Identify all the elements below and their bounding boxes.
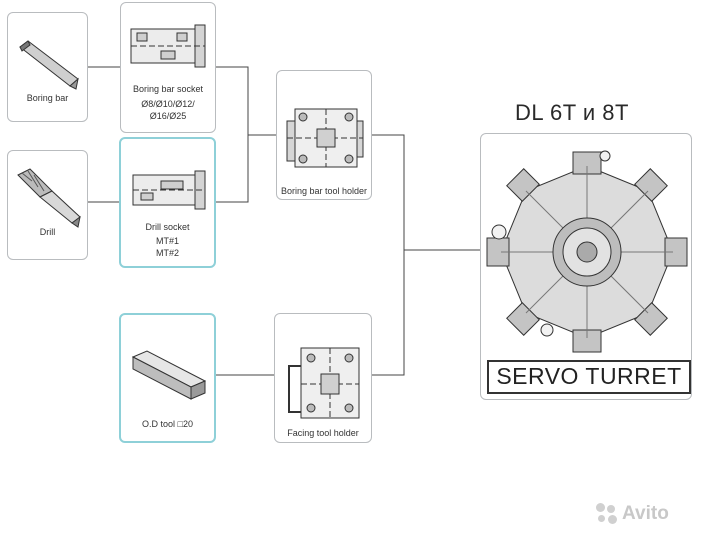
boring-bar-socket-sizes-1: Ø8/Ø10/Ø12/: [141, 99, 195, 109]
facing-holder-icon: [288, 347, 360, 419]
facing-holder-label: Facing tool holder: [287, 428, 359, 438]
boring-bar-holder-label: Boring bar tool holder: [280, 186, 368, 196]
boring-bar-socket-icon: [130, 24, 206, 68]
od-tool-icon: [131, 350, 207, 400]
boring-bar-icon: [19, 40, 79, 90]
boring-bar-holder-icon: [286, 108, 364, 168]
boring-bar-socket-label: Boring bar socket: [132, 84, 204, 94]
boring-bar-label: Boring bar: [26, 93, 69, 103]
drill-socket-icon: [132, 170, 206, 210]
drill-label: Drill: [39, 227, 56, 237]
turret-box: SERVO TURRET: [480, 133, 692, 400]
boring-bar-holder-box: Boring bar tool holder: [276, 70, 372, 200]
facing-holder-box: Facing tool holder: [274, 313, 372, 443]
drill-socket-box: Drill socket MT#1 MT#2: [119, 137, 216, 268]
drill-icon: [17, 168, 81, 228]
od-tool-label: O.D tool □20: [142, 419, 193, 429]
boring-bar-box: Boring bar: [7, 12, 88, 122]
avito-watermark-text: Avito: [622, 503, 669, 524]
boring-bar-socket-box: Boring bar socket Ø8/Ø10/Ø12/ Ø16/Ø25: [120, 2, 216, 133]
avito-logo-icon: [596, 503, 618, 525]
drill-socket-label: Drill socket: [145, 222, 190, 232]
turret-title: DL 6T и 8T: [515, 100, 629, 125]
od-tool-box: O.D tool □20: [119, 313, 216, 443]
turret-drawing: [486, 150, 688, 353]
avito-watermark: Avito: [596, 503, 669, 525]
drill-box: Drill: [7, 150, 88, 260]
drill-socket-mt1: MT#1: [155, 236, 179, 246]
servo-turret-caption: SERVO TURRET: [487, 360, 691, 394]
boring-bar-socket-sizes-2: Ø16/Ø25: [149, 111, 187, 121]
drill-socket-mt2: MT#2: [155, 248, 179, 258]
